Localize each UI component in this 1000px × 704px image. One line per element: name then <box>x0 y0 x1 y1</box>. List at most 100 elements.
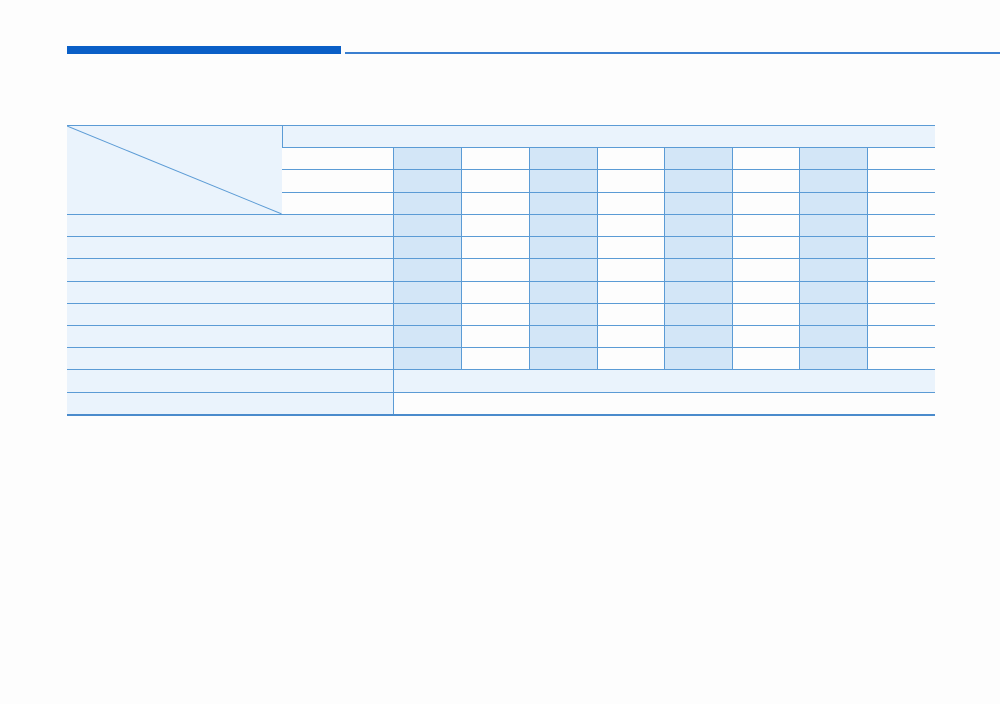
table-cell <box>798 213 867 238</box>
table-cell <box>866 258 936 282</box>
table-cell <box>866 302 936 326</box>
table-row <box>67 258 936 282</box>
section-header-rule <box>345 52 1000 54</box>
table-cell <box>731 324 799 349</box>
table-row <box>67 280 936 304</box>
header-cell <box>392 191 461 215</box>
subheader <box>282 169 393 193</box>
subheader <box>282 147 393 171</box>
header-cell <box>596 147 664 171</box>
table-cell <box>798 236 867 260</box>
header-cell <box>528 191 597 215</box>
table-cell <box>731 258 799 282</box>
table-row <box>67 302 936 326</box>
table-cell <box>798 302 867 326</box>
header-cell <box>866 147 936 171</box>
table-cell <box>866 324 936 349</box>
header-cell <box>460 191 529 215</box>
header-cell <box>866 191 936 215</box>
table-footer-row <box>67 391 936 416</box>
table-cell <box>866 280 936 304</box>
table-corner-cell <box>67 125 282 215</box>
header-cell <box>460 147 529 171</box>
table-cell <box>731 302 799 326</box>
table-cell <box>528 280 597 304</box>
table-cell <box>596 347 664 371</box>
table-footer-row <box>67 369 936 393</box>
table-cell <box>596 236 664 260</box>
table-cell <box>460 280 529 304</box>
table-cell <box>866 347 936 371</box>
table-cell <box>596 213 664 238</box>
header-cell <box>392 169 461 193</box>
header-cell <box>731 147 799 171</box>
table-cell <box>392 236 461 260</box>
table-row <box>67 213 936 238</box>
row-label <box>67 302 393 326</box>
table-cell <box>460 302 529 326</box>
header-cell <box>663 169 732 193</box>
row-label <box>67 280 393 304</box>
header-cell <box>663 147 732 171</box>
table-cell <box>528 324 597 349</box>
table-cell <box>663 302 732 326</box>
table-cell <box>798 347 867 371</box>
footer-label <box>67 391 393 416</box>
table-cell <box>460 258 529 282</box>
header-cell <box>528 147 597 171</box>
header-cell <box>596 191 664 215</box>
table-cell <box>663 258 732 282</box>
table-cell <box>460 213 529 238</box>
table-row <box>67 236 936 260</box>
footer-value <box>392 369 936 393</box>
table-cell <box>392 280 461 304</box>
footer-label <box>67 369 393 393</box>
table-cell <box>798 280 867 304</box>
table-cell <box>731 236 799 260</box>
table-cell <box>663 236 732 260</box>
table-cell <box>663 347 732 371</box>
group-header <box>281 124 936 149</box>
table-cell <box>731 213 799 238</box>
table-cell <box>596 324 664 349</box>
header-cell <box>663 191 732 215</box>
table-cell <box>731 347 799 371</box>
table-cell <box>528 302 597 326</box>
row-label <box>67 258 393 282</box>
table-cell <box>392 213 461 238</box>
header-cell <box>460 169 529 193</box>
table-header-row-1 <box>67 124 936 215</box>
header-cell <box>731 191 799 215</box>
table-row <box>67 347 936 371</box>
table-cell <box>596 258 664 282</box>
table-cell <box>798 258 867 282</box>
table-cell <box>528 213 597 238</box>
table-cell <box>663 213 732 238</box>
table-cell <box>798 324 867 349</box>
table-cell <box>392 258 461 282</box>
header-cell <box>798 169 867 193</box>
table-cell <box>596 280 664 304</box>
header-cell <box>731 169 799 193</box>
header-cell <box>596 169 664 193</box>
table-cell <box>866 213 936 238</box>
table-cell <box>528 347 597 371</box>
header-cell <box>798 191 867 215</box>
row-label <box>67 236 393 260</box>
table-cell <box>460 347 529 371</box>
footer-value <box>392 391 936 416</box>
table-cell <box>460 236 529 260</box>
header-cell <box>866 169 936 193</box>
header-cell <box>528 169 597 193</box>
table-cell <box>392 347 461 371</box>
header-cell <box>392 147 461 171</box>
table-row <box>67 324 936 349</box>
table-cell <box>392 302 461 326</box>
row-label <box>67 213 393 238</box>
subheader <box>282 191 393 215</box>
spec-table <box>67 124 936 416</box>
diagonal-divider <box>67 126 282 214</box>
table-cell <box>596 302 664 326</box>
row-label <box>67 347 393 371</box>
table-header-row-2 <box>67 147 936 171</box>
